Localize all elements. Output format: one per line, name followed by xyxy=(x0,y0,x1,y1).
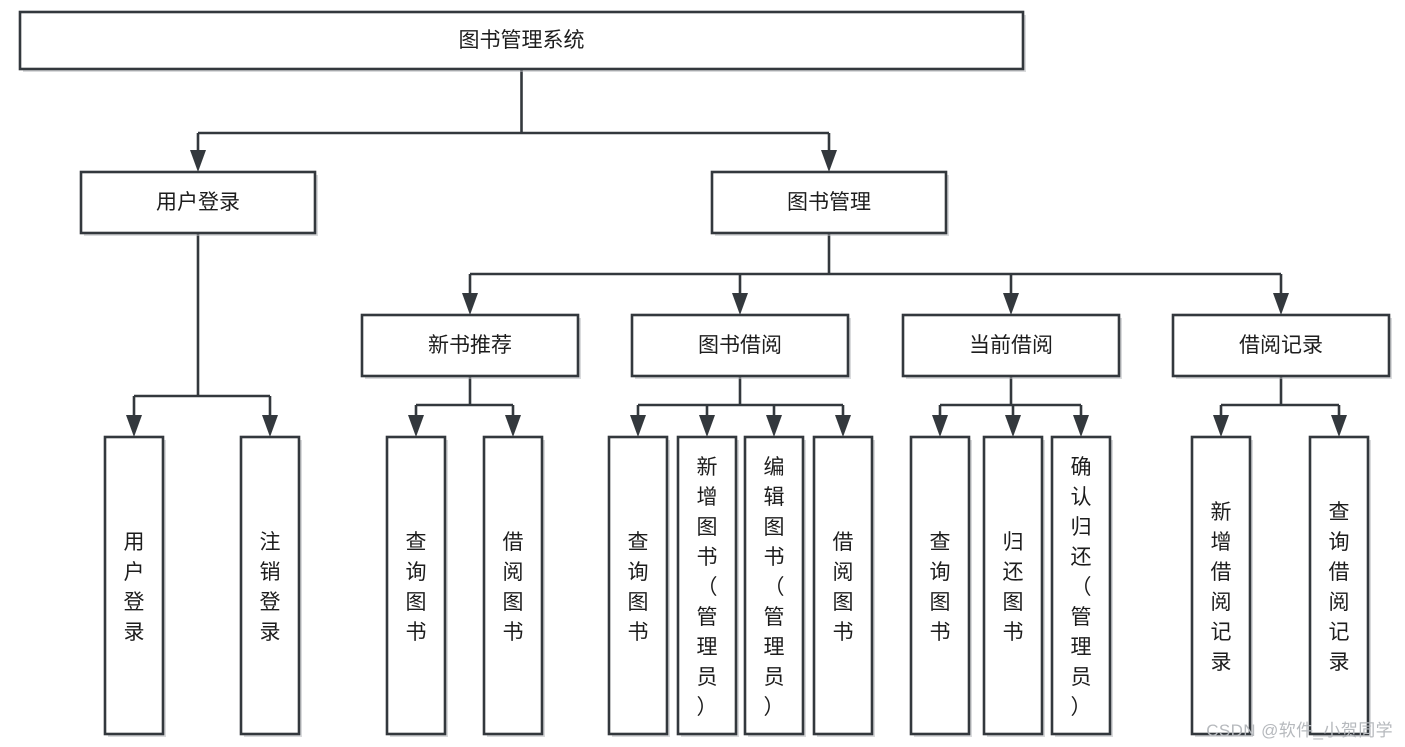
node-outline xyxy=(1171,313,1391,378)
connector-group-book-management xyxy=(462,233,1289,315)
node-outline xyxy=(676,435,738,736)
node-leaf-query-borrow-record[interactable]: 查询借阅记录 xyxy=(1308,435,1371,737)
node-label: 用户登录 xyxy=(156,191,240,214)
node-label: 查询图书 xyxy=(406,531,427,644)
connector-group-borrow-record xyxy=(1213,376,1347,437)
node-outline xyxy=(982,435,1044,736)
arrow-head-icon xyxy=(630,415,646,437)
node-label: 图书借阅 xyxy=(698,334,782,357)
arrow-head-icon xyxy=(835,415,851,437)
node-outline xyxy=(710,170,948,235)
connector-group-root xyxy=(190,69,837,172)
node-label: 编辑图书（管理员） xyxy=(764,456,785,719)
node-label: 注销登录 xyxy=(260,531,281,644)
arrow-head-icon xyxy=(1005,415,1021,437)
arrow-head-icon xyxy=(821,150,837,172)
node-label: 借阅图书 xyxy=(833,531,854,644)
arrow-head-icon xyxy=(190,150,206,172)
arrow-head-icon xyxy=(505,415,521,437)
node-label: 借阅图书 xyxy=(503,531,524,644)
arrow-head-icon xyxy=(262,415,278,437)
arrow-head-icon xyxy=(1273,293,1289,315)
node-label: 图书管理系统 xyxy=(459,29,585,52)
node-outline xyxy=(812,435,874,736)
arrow-head-icon xyxy=(732,293,748,315)
node-outline xyxy=(239,435,301,736)
node-label: 图书管理 xyxy=(787,191,871,214)
node-leaf-query-book-borrow[interactable]: 查询图书 xyxy=(607,435,670,737)
node-label: 新书推荐 xyxy=(428,334,512,357)
node-outline xyxy=(103,435,165,736)
node-leaf-edit-book[interactable]: 编辑图书（管理员） xyxy=(743,435,806,737)
arrow-head-icon xyxy=(766,415,782,437)
arrow-head-icon xyxy=(408,415,424,437)
node-outline xyxy=(385,435,447,736)
connector-group-new-book-recommend xyxy=(408,376,521,437)
node-label: 查询图书 xyxy=(930,531,951,644)
node-label: 查询借阅记录 xyxy=(1329,501,1350,674)
node-label: 新增图书（管理员） xyxy=(697,456,718,719)
node-label: 当前借阅 xyxy=(969,334,1053,357)
node-outline xyxy=(360,313,580,378)
arrow-head-icon xyxy=(1213,415,1229,437)
arrow-head-icon xyxy=(1003,293,1019,315)
node-book-borrow[interactable]: 图书借阅 xyxy=(630,313,851,379)
node-label: 用户登录 xyxy=(124,531,145,644)
node-label: 确认归还（管理员） xyxy=(1071,456,1092,719)
node-outline xyxy=(1050,435,1112,736)
node-label: 查询图书 xyxy=(628,531,649,644)
node-borrow-record[interactable]: 借阅记录 xyxy=(1171,313,1392,379)
node-user-login[interactable]: 用户登录 xyxy=(79,170,318,236)
node-book-management[interactable]: 图书管理 xyxy=(710,170,949,236)
arrow-head-icon xyxy=(462,293,478,315)
node-leaf-add-book[interactable]: 新增图书（管理员） xyxy=(676,435,739,737)
arrow-head-icon xyxy=(126,415,142,437)
node-leaf-query-book-current[interactable]: 查询图书 xyxy=(909,435,972,737)
arrow-head-icon xyxy=(699,415,715,437)
node-leaf-user-login[interactable]: 用户登录 xyxy=(103,435,166,737)
node-label: 归还图书 xyxy=(1003,531,1024,644)
node-leaf-add-borrow-record[interactable]: 新增借阅记录 xyxy=(1190,435,1253,737)
node-outline xyxy=(607,435,669,736)
node-leaf-confirm-return[interactable]: 确认归还（管理员） xyxy=(1050,435,1113,737)
connector-group-current-borrow xyxy=(932,376,1089,437)
node-leaf-return-book[interactable]: 归还图书 xyxy=(982,435,1045,737)
node-leaf-borrow-book-recommend[interactable]: 借阅图书 xyxy=(482,435,545,737)
node-current-borrow[interactable]: 当前借阅 xyxy=(901,313,1122,379)
arrow-head-icon xyxy=(1073,415,1089,437)
node-outline xyxy=(909,435,971,736)
node-root[interactable]: 图书管理系统 xyxy=(18,10,1026,72)
arrow-head-icon xyxy=(932,415,948,437)
node-outline xyxy=(79,170,317,235)
node-outline xyxy=(743,435,805,736)
node-outline xyxy=(901,313,1121,378)
connector-group-book-borrow xyxy=(630,376,851,437)
node-outline xyxy=(18,10,1025,71)
node-leaf-query-book-recommend[interactable]: 查询图书 xyxy=(385,435,448,737)
node-layer: 图书管理系统用户登录图书管理新书推荐图书借阅当前借阅借阅记录用户登录注销登录查询… xyxy=(18,10,1392,737)
connector-layer xyxy=(126,69,1347,437)
node-label: 借阅记录 xyxy=(1239,334,1323,357)
node-leaf-logout-login[interactable]: 注销登录 xyxy=(239,435,302,737)
node-new-book-recommend[interactable]: 新书推荐 xyxy=(360,313,581,379)
node-outline xyxy=(630,313,850,378)
node-outline xyxy=(1190,435,1252,736)
connector-group-user-login xyxy=(126,233,278,437)
node-outline xyxy=(1308,435,1370,736)
arrow-head-icon xyxy=(1331,415,1347,437)
node-label: 新增借阅记录 xyxy=(1211,501,1232,674)
node-outline xyxy=(482,435,544,736)
node-leaf-borrow-book[interactable]: 借阅图书 xyxy=(812,435,875,737)
